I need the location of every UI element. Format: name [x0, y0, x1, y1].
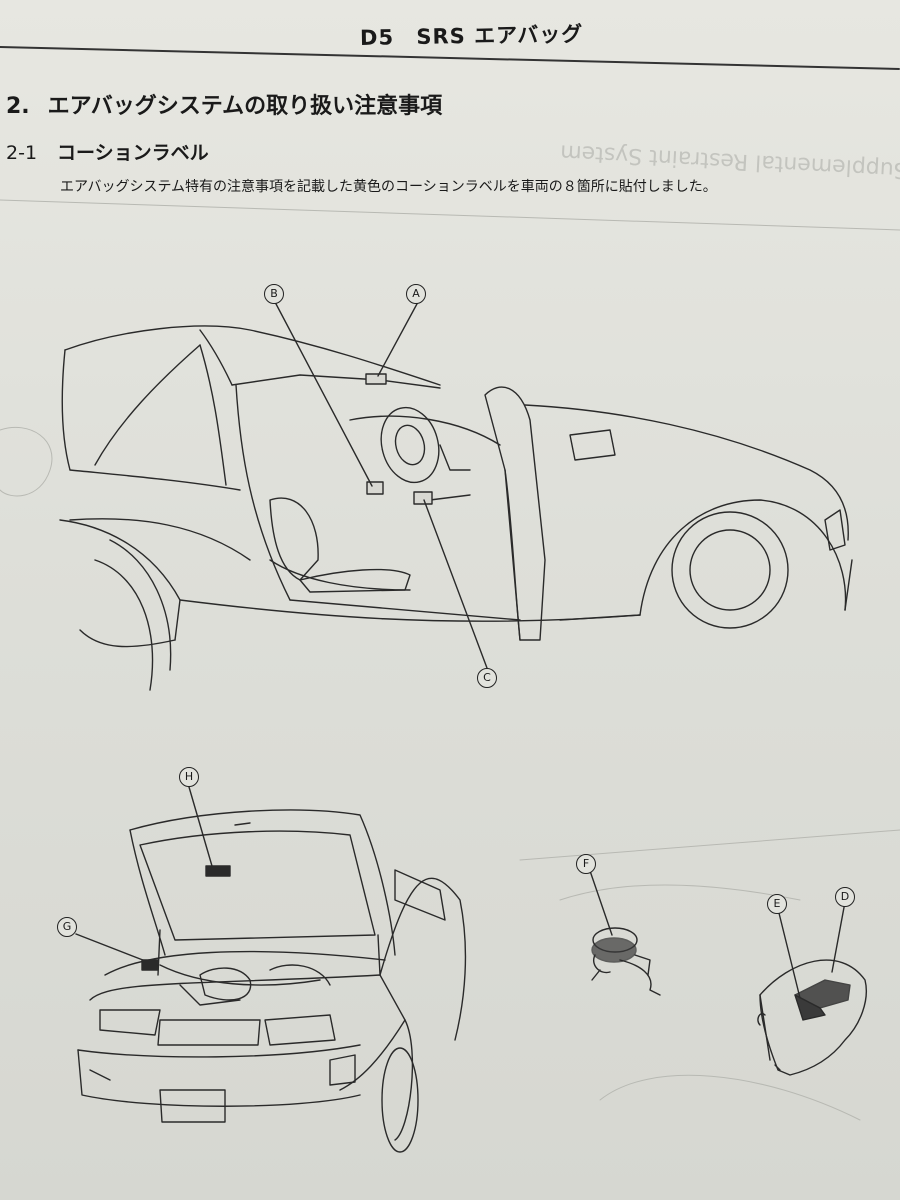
callout-d: D [835, 887, 855, 907]
callout-f: F [576, 854, 596, 874]
caution-label-a [365, 373, 387, 385]
subsection-heading: 2-1 コーションラベル [6, 138, 209, 165]
subsection-number: 2-1 [6, 142, 38, 164]
section-heading: 2. エアバッグシステムの取り扱い注意事項 [6, 88, 442, 120]
callout-a: A [406, 284, 426, 304]
callout-c: C [477, 668, 497, 688]
car-side-illustration [59, 301, 853, 691]
callout-e: E [767, 894, 787, 914]
section-number: 2. [6, 94, 30, 119]
body-paragraph: エアバッグシステム特有の注意事項を記載した黄色のコーションラベルを車両の８箇所に… [60, 179, 717, 195]
caution-label-h [205, 865, 231, 877]
caution-label-c [413, 491, 433, 505]
section-title: エアバッグシステムの取り扱い注意事項 [47, 94, 443, 119]
caution-label-g [141, 959, 159, 971]
clock-spring-illustration [587, 864, 661, 996]
background-faint-lines [0, 199, 900, 1121]
steering-pad-illustration [757, 901, 867, 1076]
subsection-title: コーションラベル [57, 142, 209, 164]
callout-h: H [179, 767, 199, 787]
car-front-hood-illustration [75, 786, 467, 1153]
callout-g: G [57, 917, 77, 937]
caution-label-b [366, 481, 384, 495]
callout-b: B [264, 284, 284, 304]
